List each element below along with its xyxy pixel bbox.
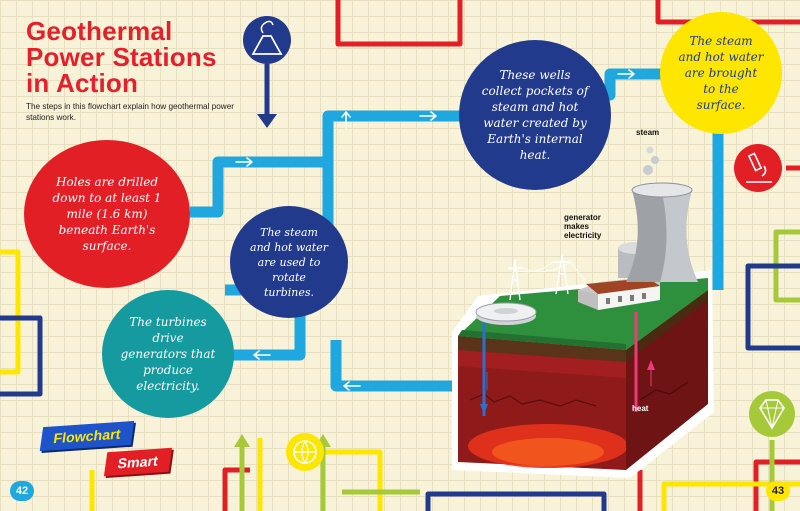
heat-label: heat: [632, 404, 649, 413]
volcano-icon: [243, 16, 291, 64]
step-1-bubble: Holes are drilled down to at least 1 mil…: [24, 140, 190, 288]
step-2-bubble: These wells collect pockets of steam and…: [459, 40, 611, 190]
step-4-bubble: The steam and hot water are used to rota…: [230, 206, 348, 318]
step-3-text: The steam and hot water are brought to t…: [678, 34, 764, 112]
crystal-icon: [749, 391, 795, 437]
microscope-icon: [734, 144, 800, 192]
step-4-text: The steam and hot water are used to rota…: [250, 225, 328, 299]
step-5-text: The turbines drive generators that produ…: [120, 315, 216, 393]
flowchart-badge-line2: Smart: [103, 447, 172, 477]
pipe-arrows: [235, 69, 635, 391]
step-3-bubble: The steam and hot water are brought to t…: [660, 12, 782, 134]
page-title: Geothermal Power Stations in Action: [26, 18, 217, 96]
power-station-diagram: [452, 146, 714, 478]
step-1-text: Holes are drilled down to at least 1 mil…: [52, 175, 162, 253]
step-2-text: These wells collect pockets of steam and…: [481, 68, 589, 162]
page-number-left: 42: [10, 481, 34, 501]
step-5-bubble: The turbines drive generators that produ…: [102, 290, 234, 418]
intro-text: The steps in this flowchart explain how …: [26, 102, 234, 122]
globe-icon: [286, 433, 324, 471]
steam-label: steam: [636, 128, 660, 137]
generator-label: generator makes electricity: [564, 213, 602, 240]
page-title-line: Geothermal: [26, 16, 173, 46]
page-title-line: in Action: [26, 68, 139, 98]
page-number-right: 43: [766, 481, 790, 501]
page-title-line: Power Stations: [26, 42, 217, 72]
volcano-arrow: [257, 64, 277, 128]
